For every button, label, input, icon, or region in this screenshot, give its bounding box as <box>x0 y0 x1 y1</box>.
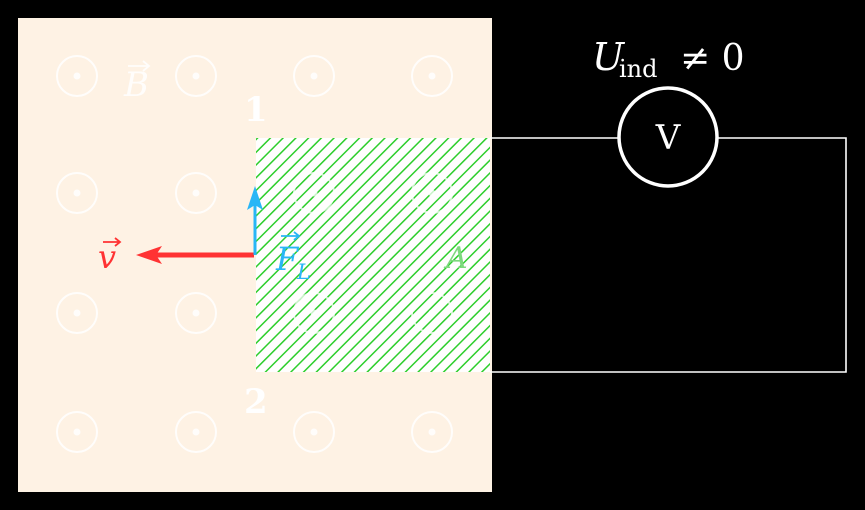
voltage-subscript: ind <box>619 55 658 83</box>
point-2-label: 2 <box>244 382 268 422</box>
field-out-of-page-icon <box>56 292 98 334</box>
force-symbol: F <box>275 240 300 278</box>
velocity-arrowhead-icon <box>136 246 162 264</box>
field-symbols <box>56 55 453 453</box>
field-out-of-page-icon <box>175 411 217 453</box>
loop-area <box>256 138 490 372</box>
voltage-relation: ≠ 0 <box>680 38 745 79</box>
field-out-of-page-icon <box>175 172 217 214</box>
circuit-wire <box>490 137 847 373</box>
field-out-of-page-icon <box>175 292 217 334</box>
voltmeter-label: V <box>655 118 682 158</box>
point-1-label: 1 <box>244 90 268 130</box>
vector-arrow-icon <box>128 60 151 72</box>
field-out-of-page-icon <box>411 55 453 97</box>
field-out-of-page-icon <box>293 172 335 214</box>
velocity-symbol: v <box>98 238 116 276</box>
vector-arrow-icon <box>281 231 301 241</box>
force-subscript: L <box>296 260 311 284</box>
field-label: B <box>123 60 151 105</box>
vector-arrow-icon <box>103 237 122 247</box>
field-out-of-page-icon <box>56 55 98 97</box>
field-symbol-B: B <box>123 65 149 105</box>
field-out-of-page-icon <box>293 55 335 97</box>
velocity-label: v <box>98 237 122 276</box>
field-out-of-page-icon <box>411 292 453 334</box>
force-arrowhead-icon <box>247 186 263 210</box>
area-label: A <box>443 241 468 276</box>
field-out-of-page-icon <box>411 411 453 453</box>
field-out-of-page-icon <box>56 172 98 214</box>
field-out-of-page-icon <box>293 411 335 453</box>
field-out-of-page-icon <box>175 55 217 97</box>
field-out-of-page-icon <box>56 411 98 453</box>
field-out-of-page-icon <box>411 172 453 214</box>
voltmeter-icon: V <box>617 86 719 188</box>
field-out-of-page-icon <box>293 292 335 334</box>
force-label: F L <box>275 231 311 284</box>
voltage-symbol: U <box>592 35 626 79</box>
field-symbols-over-loop <box>293 172 453 334</box>
